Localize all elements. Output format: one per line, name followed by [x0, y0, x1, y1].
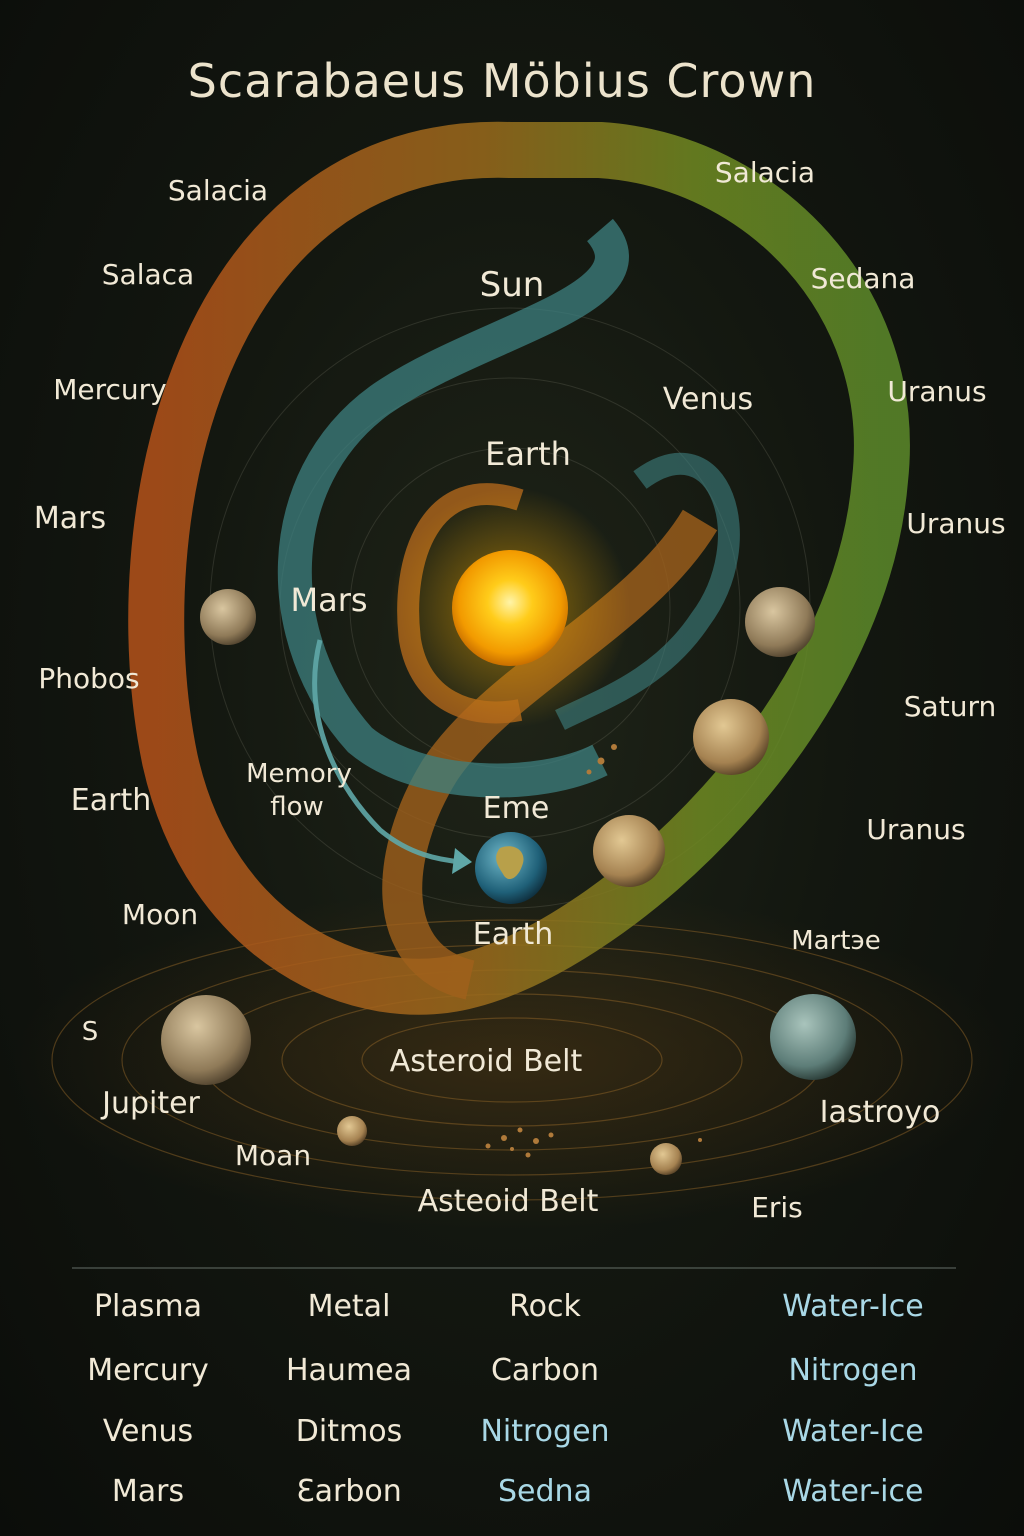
label-saturn: Saturn [904, 690, 996, 723]
planet-teal-icon [770, 994, 856, 1080]
table-cell: Venus [103, 1414, 193, 1449]
memory-flow-arrowhead [452, 848, 472, 874]
planet-saturn-icon [693, 699, 769, 775]
table-cell: Water-Ice [782, 1289, 923, 1324]
table-cell: Metal [308, 1289, 391, 1324]
label-memory-flow-2: flow [270, 792, 324, 822]
planet-right-upper-icon [745, 587, 815, 657]
label-eris: Eris [751, 1191, 803, 1224]
table-cell: Mars [112, 1474, 184, 1509]
label-earth-bottom: Earth [473, 917, 553, 952]
planet-left-mid-icon [200, 589, 256, 645]
memory-flow-ribbon [277, 218, 740, 874]
label-moon: Moon [122, 898, 198, 931]
planet-small-right-icon [650, 1143, 682, 1175]
label-mars-inner: Mars [290, 581, 367, 619]
label-mars-left: Mars [34, 501, 106, 536]
table-cell: Plasma [94, 1289, 202, 1324]
table-cell: Water-Ice [782, 1414, 923, 1449]
label-s: S [82, 1017, 99, 1047]
label-martse: Martэe [791, 926, 881, 956]
table-cell: Sedna [498, 1474, 592, 1509]
label-salacia-left: Salacia [168, 174, 268, 207]
page-title: Scarabaeus Möbius Crown [188, 54, 817, 108]
label-moan: Moan [235, 1139, 311, 1172]
label-jupiter: Jupiter [100, 1086, 200, 1121]
label-salacia-right: Salacia [715, 156, 815, 189]
orbital-plane-glow [12, 890, 1012, 1230]
table-cell: Nitrogen [480, 1414, 609, 1449]
planet-jupiter-icon [161, 995, 251, 1085]
label-mercury: Mercury [53, 373, 167, 406]
label-venus: Venus [663, 382, 753, 417]
label-uranus-3: Uranus [866, 813, 965, 846]
label-earth-top: Earth [485, 435, 571, 473]
table-cell: Ditmos [296, 1414, 402, 1449]
label-salaca: Salaca [102, 258, 194, 291]
table-cell: Ɛarbon [296, 1474, 402, 1509]
earth-continent-icon [496, 846, 524, 880]
table-cell: Rock [509, 1289, 581, 1324]
label-memory-flow-1: Memory [246, 759, 352, 789]
table-cell: Water-ice [783, 1474, 924, 1509]
table-cell: Haumea [286, 1353, 412, 1388]
table-cell: Mercury [87, 1353, 209, 1388]
label-asteroid-belt-1: Asteroid Belt [390, 1044, 583, 1079]
asteroid-belt-dots [485, 744, 702, 1158]
label-iastroyo: Iastroyo [820, 1095, 941, 1130]
label-earth-left: Earth [71, 783, 151, 818]
label-sedana: Sedana [811, 262, 916, 295]
planet-right-lower-icon [593, 815, 665, 887]
label-uranus-2: Uranus [906, 507, 1005, 540]
sun-icon [452, 550, 568, 666]
label-eme: Eme [483, 791, 550, 826]
table-cell: Carbon [491, 1353, 599, 1388]
label-sun: Sun [480, 265, 545, 305]
label-phobos: Phobos [38, 662, 139, 695]
diagram-labels: Salacia Salacia Salaca Sun Sedana Mercur… [34, 156, 1006, 1224]
label-uranus-1: Uranus [887, 375, 986, 408]
moon-small-icon [337, 1116, 367, 1146]
label-asteoid-belt: Asteoid Belt [418, 1184, 599, 1219]
table-cell: Nitrogen [788, 1353, 917, 1388]
